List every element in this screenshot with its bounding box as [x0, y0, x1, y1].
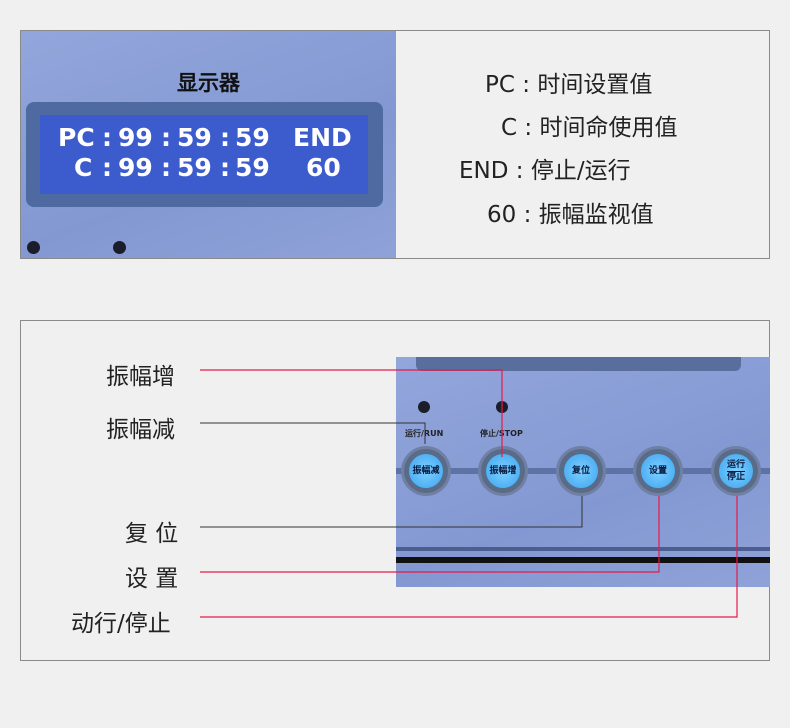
callout-amp-decrease: 振幅减 — [106, 417, 175, 443]
legend-end: END : 停止/运行 — [459, 158, 631, 184]
callout-amp-increase: 振幅增 — [106, 364, 175, 390]
screw-hole — [27, 241, 40, 254]
lcd-screen: PC : 99 : 59 : 59 END C : 99 : 59 : 59 6… — [40, 115, 368, 194]
amplitude-increase-button[interactable]: 振幅增 — [481, 449, 525, 493]
control-panel-photo: 运行/RUN 停止/STOP 振幅减 振幅增 复位 设置 运行停止 — [396, 357, 770, 587]
run-stop-button[interactable]: 运行停止 — [714, 449, 758, 493]
lcd-row2-label: C — [74, 153, 93, 182]
callout-settings: 设 置 — [125, 566, 179, 592]
lcd-row1-minutes: 59 — [177, 123, 212, 152]
leader-amp-decrease — [200, 422, 426, 444]
lcd-row2-hours: 99 — [118, 153, 153, 182]
run-led-label: 运行/RUN — [405, 429, 444, 438]
run-led — [418, 401, 430, 413]
leader-settings — [200, 496, 660, 573]
display-section: 显示器 PC : 99 : 59 : 59 END C : 99 : 59 : … — [20, 30, 770, 259]
leader-amp-increase — [200, 369, 503, 457]
legend-c: C : 时间命使用值 — [501, 115, 678, 141]
button-section: 运行/RUN 停止/STOP 振幅减 振幅增 复位 设置 运行停止 振幅增 振幅… — [20, 320, 770, 661]
display-photo: 显示器 PC : 99 : 59 : 59 END C : 99 : 59 : … — [21, 31, 396, 258]
reset-button[interactable]: 复位 — [559, 449, 603, 493]
lcd-row1-label: PC — [58, 123, 95, 152]
legend-60: 60 : 振幅监视值 — [487, 202, 654, 228]
lcd-row2-seconds: 59 — [235, 153, 270, 182]
lcd-bezel: PC : 99 : 59 : 59 END C : 99 : 59 : 59 6… — [26, 102, 383, 207]
callout-run-stop: 动行/停止 — [71, 611, 171, 637]
screw-hole — [113, 241, 126, 254]
settings-button[interactable]: 设置 — [636, 449, 680, 493]
callout-reset: 复 位 — [125, 521, 179, 547]
lcd-row1-hours: 99 — [118, 123, 153, 152]
amplitude-decrease-button[interactable]: 振幅减 — [404, 449, 448, 493]
display-title: 显示器 — [177, 71, 240, 95]
lcd-amplitude: 60 — [306, 153, 341, 182]
leader-reset — [200, 496, 583, 528]
legend-pc: PC : 时间设置值 — [485, 72, 653, 98]
leader-run-stop — [200, 496, 738, 618]
lcd-row2-minutes: 59 — [177, 153, 212, 182]
lcd-status: END — [293, 123, 352, 152]
lcd-row1-seconds: 59 — [235, 123, 270, 152]
